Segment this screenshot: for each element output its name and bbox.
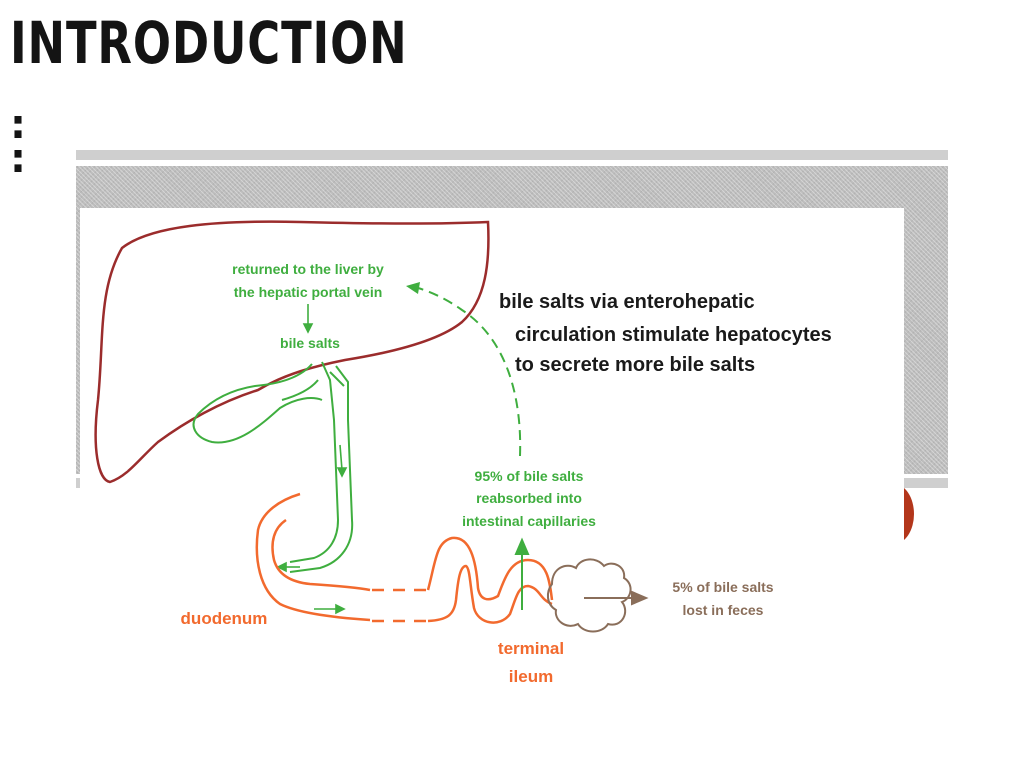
- returned-label-line2: the hepatic portal vein: [234, 284, 383, 300]
- caption-line3: to secrete more bile salts: [515, 354, 755, 376]
- reabsorbed-label-line3: intestinal capillaries: [462, 513, 596, 529]
- lost-label-line1: 5% of bile salts: [672, 579, 773, 595]
- terminal-ileum-label-line1: terminal: [498, 639, 564, 658]
- terminal-ileum-label-line2: ileum: [509, 667, 553, 686]
- colon-cloud: [546, 558, 632, 633]
- liver-outline: [94, 220, 490, 484]
- duodenum-label: duodenum: [181, 609, 268, 628]
- lost-label-line2: lost in feces: [683, 602, 764, 618]
- diagram-panel: [80, 208, 904, 710]
- bile-salts-label: bile salts: [280, 335, 340, 351]
- duct-flow-arrows: [276, 304, 348, 615]
- reabsorbed-label-line1: 95% of bile salts: [475, 468, 584, 484]
- feces-arrow: [584, 590, 649, 606]
- caption-line1: bile salts via enterohepatic: [499, 291, 755, 313]
- frame-bar-top: [76, 150, 948, 160]
- portal-vein-return-arrow: [406, 282, 522, 457]
- title-colon-marks: ::: [10, 102, 26, 182]
- gallbladder-and-duct: [192, 361, 354, 573]
- slide-title: INTRODUCTION: [10, 9, 408, 77]
- caption-line2: circulation stimulate hepatocytes: [515, 324, 832, 346]
- intestine: [255, 492, 554, 624]
- returned-label-line1: returned to the liver by: [232, 261, 384, 277]
- reabsorption-arrow: [514, 537, 530, 610]
- reabsorbed-label-line2: reabsorbed into: [476, 490, 582, 506]
